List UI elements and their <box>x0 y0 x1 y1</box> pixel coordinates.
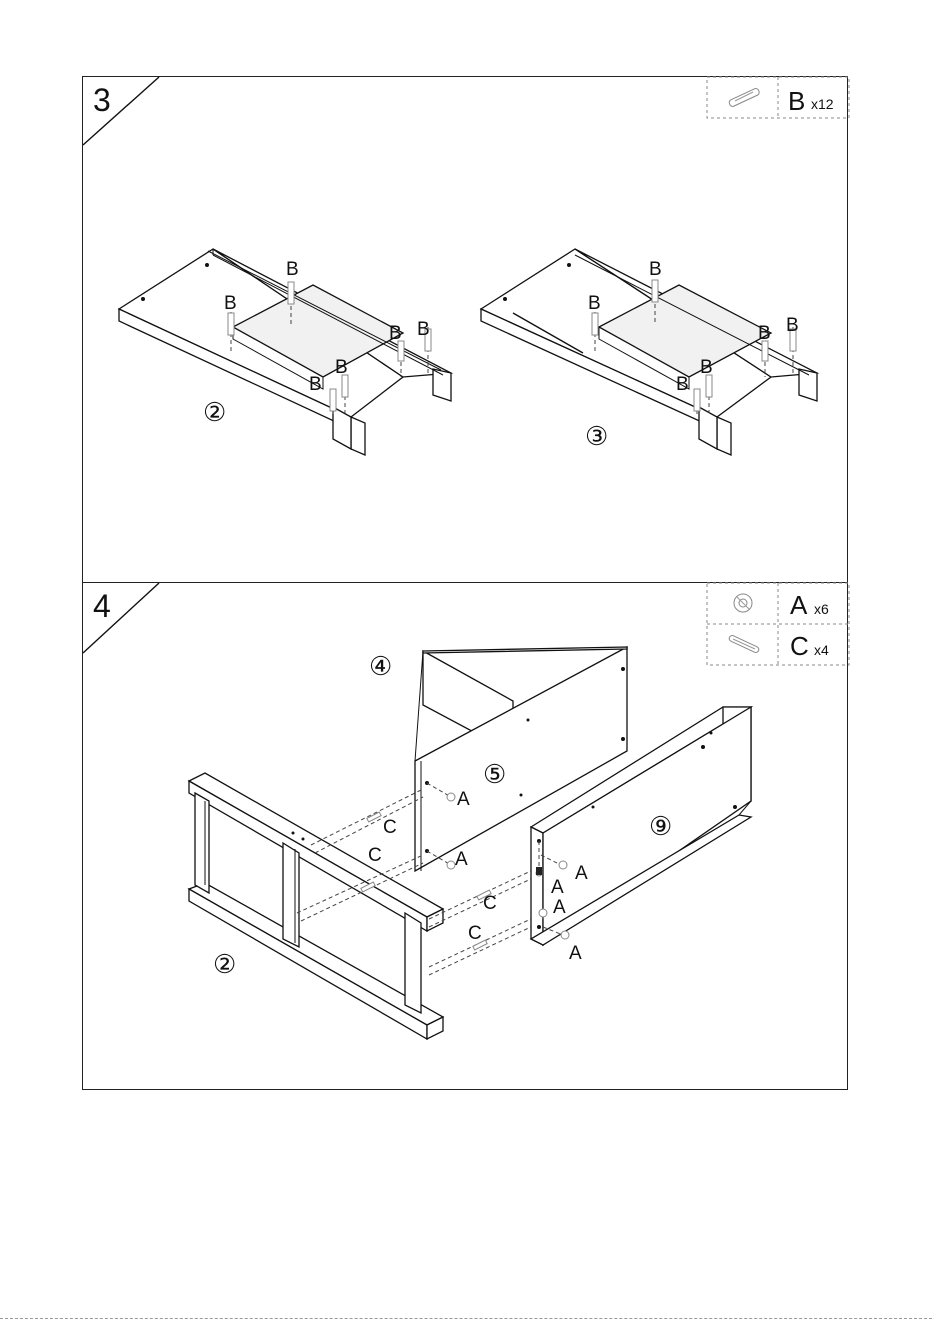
frame-part-2 <box>119 249 451 455</box>
hardware-box: B x12 <box>707 77 849 118</box>
hardware-letter: C <box>790 631 809 661</box>
fastener-label: B <box>417 319 430 340</box>
part-label: ⑨ <box>649 811 672 841</box>
fastener-label: C <box>483 893 497 914</box>
fastener-label: B <box>389 323 402 344</box>
fastener-label: A <box>457 789 470 810</box>
fastener-label: A <box>553 897 566 918</box>
hardware-count: x4 <box>814 642 829 658</box>
step-number: 4 <box>93 588 111 624</box>
hardware-count: x6 <box>814 601 829 617</box>
cam-bolt-icon <box>728 635 760 654</box>
hardware-letter: A <box>790 590 808 620</box>
step-4-drawing: 4 A x6 C x4 <box>83 583 849 1091</box>
fastener-label: A <box>575 863 588 884</box>
fastener-label: B <box>786 315 799 336</box>
fastener-label: B <box>224 293 237 314</box>
fastener-label: B <box>286 259 299 280</box>
step-4-panel: 4 A x6 C x4 <box>82 582 848 1090</box>
step-number: 3 <box>93 82 111 118</box>
side-frame-part-2 <box>189 773 443 1039</box>
hardware-letter: B <box>788 86 805 116</box>
hardware-count: x12 <box>811 96 834 112</box>
fastener-label: B <box>700 357 713 378</box>
dowel-icon <box>728 88 760 108</box>
fastener-label: A <box>455 849 468 870</box>
cam-lock-icon <box>734 594 752 612</box>
fastener-label: C <box>383 817 397 838</box>
fastener-label: B <box>335 357 348 378</box>
fastener-label: B <box>649 259 662 280</box>
part-label: ③ <box>585 421 608 451</box>
page-edge-line <box>0 1318 932 1319</box>
fastener-label: C <box>468 923 482 944</box>
fastener-label: B <box>588 293 601 314</box>
part-label: ⑤ <box>483 759 506 789</box>
hardware-box: A x6 C x4 <box>707 583 849 665</box>
part-label: ② <box>213 949 236 979</box>
step-3-drawing: 3 B x12 <box>83 77 849 584</box>
fastener-label: B <box>676 374 689 395</box>
fastener-label: A <box>569 943 582 964</box>
fastener-label: B <box>758 323 771 344</box>
fastener-label: B <box>309 374 322 395</box>
fastener-label: C <box>368 845 382 866</box>
step-3-panel: 3 B x12 <box>82 76 848 583</box>
part-label: ② <box>203 397 226 427</box>
fastener-label: A <box>551 877 564 898</box>
part-label: ④ <box>369 651 392 681</box>
